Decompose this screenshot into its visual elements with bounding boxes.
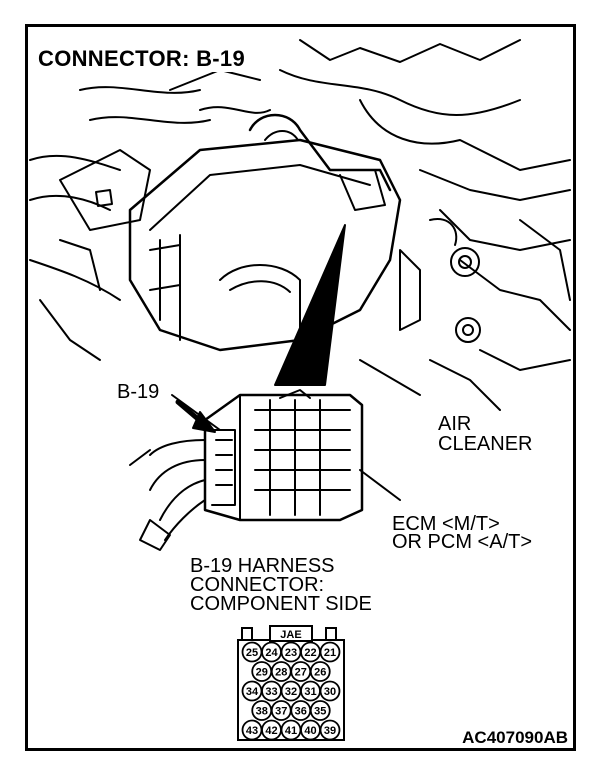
pin-29-label: 29	[256, 667, 268, 679]
pin-39-circle	[319, 719, 341, 741]
harness-label-line2: CONNECTOR:	[190, 574, 325, 596]
pin-24-label: 24	[265, 647, 278, 659]
connector-tab-label: JAE	[280, 629, 301, 641]
ecm-label-line2: OR PCM <A/T>	[392, 531, 533, 553]
pin-35-label: 35	[314, 706, 326, 718]
pin-30-label: 30	[324, 686, 336, 698]
pin-27-label: 27	[295, 667, 307, 679]
air-cleaner-label-line1: AIR	[438, 413, 472, 435]
harness-label-line1: B-19 HARNESS	[190, 555, 335, 577]
harness-label-line3: COMPONENT SIDE	[190, 593, 372, 615]
pin-21-circle	[319, 641, 341, 663]
pin-31-label: 31	[304, 686, 316, 698]
pin-35-circle	[309, 700, 331, 721]
pin-22-label: 22	[304, 647, 316, 659]
pin-32-label: 32	[285, 686, 297, 698]
figure-code: AC407090AB	[462, 728, 568, 747]
pin-40-label: 40	[304, 725, 316, 737]
pin-28-label: 28	[275, 667, 287, 679]
pin-42-label: 42	[265, 725, 277, 737]
pin-21-label: 21	[324, 647, 336, 659]
b19-callout-label: B-19	[117, 381, 160, 403]
pin-36-label: 36	[295, 706, 307, 718]
pin-38-label: 38	[256, 706, 268, 718]
pin-23-label: 23	[285, 647, 297, 659]
pin-25-label: 25	[246, 647, 258, 659]
pin-26-circle	[309, 661, 331, 682]
pin-34-label: 34	[246, 686, 259, 698]
pin-37-label: 37	[275, 706, 287, 718]
pin-43-label: 43	[246, 725, 258, 737]
diagram-frame	[25, 24, 576, 751]
pin-33-label: 33	[265, 686, 277, 698]
pin-26-label: 26	[314, 667, 326, 679]
air-cleaner-label-line2: CLEANER	[438, 433, 533, 455]
pin-39-label: 39	[324, 725, 336, 737]
page-title: CONNECTOR: B-19	[35, 46, 249, 72]
ecm-label-line1: ECM <M/T>	[392, 513, 500, 535]
pin-41-label: 41	[285, 725, 297, 737]
pin-30-circle	[319, 680, 341, 702]
